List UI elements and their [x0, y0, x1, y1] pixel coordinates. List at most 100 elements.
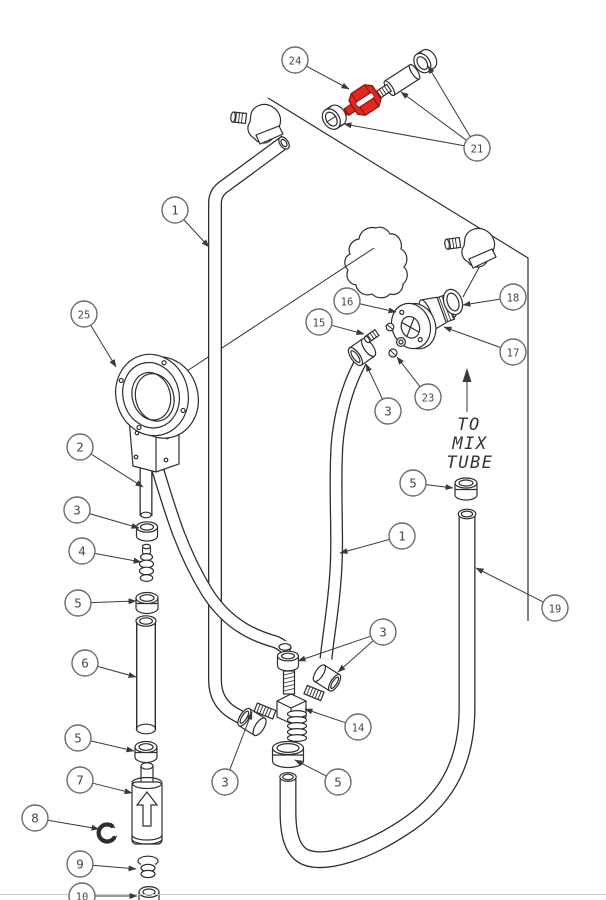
callout-circle[interactable]: [463, 134, 491, 162]
leader-line: [475, 567, 544, 603]
callout-number: 17: [507, 347, 520, 359]
callout-5[interactable]: 5: [64, 724, 135, 753]
callout-9[interactable]: 9: [66, 850, 137, 878]
callout-number: 7: [76, 772, 84, 787]
leader-line: [337, 640, 374, 673]
annotation-line-3: TUBE: [447, 453, 494, 473]
leader-line: [47, 819, 100, 831]
callout-circle[interactable]: [388, 522, 416, 550]
coupling-assembly-top: [321, 48, 438, 130]
callout-circle[interactable]: [64, 589, 92, 617]
callout-3[interactable]: 3: [365, 363, 402, 425]
callout-number: 9: [76, 856, 84, 871]
callout-24[interactable]: 24: [281, 46, 350, 90]
callout-circle[interactable]: [66, 433, 94, 461]
callout-circle[interactable]: [68, 882, 96, 900]
clamp-5-lower: [134, 740, 158, 764]
leader-line: [331, 324, 365, 335]
callout-circle[interactable]: [499, 338, 527, 366]
callout-23[interactable]: 23: [396, 356, 442, 411]
fitting-9: [137, 855, 159, 879]
callout-circle[interactable]: [414, 383, 442, 411]
callout-5[interactable]: 5: [294, 759, 352, 796]
callout-5[interactable]: 5: [399, 469, 454, 497]
leader-line: [92, 782, 133, 795]
leader-line: [306, 65, 350, 90]
fitting-10: [138, 885, 160, 900]
barb-right-of-24: [375, 83, 393, 99]
leader-line: [339, 538, 390, 554]
callout-number: 1: [171, 202, 179, 217]
callout-number: 3: [379, 624, 387, 639]
callout-21[interactable]: 21: [343, 65, 491, 162]
callout-19[interactable]: 19: [475, 567, 569, 622]
flange-ring-25: [115, 353, 199, 439]
callout-number: 3: [73, 502, 81, 517]
callout-7[interactable]: 7: [66, 766, 133, 795]
hose-2-from-flange: [150, 465, 292, 654]
callout-3[interactable]: 3: [211, 711, 253, 796]
callout-circle[interactable]: [70, 300, 98, 328]
callout-number: 3: [221, 774, 229, 789]
callout-14[interactable]: 14: [304, 708, 372, 741]
callout-3[interactable]: 3: [63, 496, 140, 529]
callout-16[interactable]: 16: [333, 287, 397, 315]
callout-circle[interactable]: [21, 804, 49, 832]
callout-circle[interactable]: [211, 768, 239, 796]
callout-25[interactable]: 25: [70, 300, 117, 368]
callout-number: 21: [471, 143, 484, 155]
callout-1[interactable]: 1: [161, 196, 210, 248]
callout-number: 6: [81, 655, 89, 670]
callout-17[interactable]: 17: [443, 326, 527, 366]
callout-circle[interactable]: [281, 46, 309, 74]
callout-number: 19: [549, 603, 562, 615]
leader-line: [359, 303, 397, 314]
annotation-line-1: TO: [457, 415, 480, 435]
nut-3-right: [312, 664, 342, 692]
callout-circle[interactable]: [344, 713, 372, 741]
callout-5[interactable]: 5: [64, 589, 137, 617]
callout-circle[interactable]: [305, 308, 333, 336]
callout-circle[interactable]: [66, 850, 94, 878]
to-mix-tube-annotation: TO MIX TUBE: [447, 368, 494, 473]
leader-line: [229, 711, 253, 771]
leader-line: [183, 219, 210, 248]
callout-circle[interactable]: [161, 196, 189, 224]
highlighted-part-24[interactable]: [336, 81, 384, 125]
callout-number: 14: [352, 722, 365, 734]
callout-circle[interactable]: [541, 594, 569, 622]
callout-circle[interactable]: [369, 618, 397, 646]
callout-circle[interactable]: [399, 469, 427, 497]
callout-circle[interactable]: [374, 397, 402, 425]
callout-number: 2: [76, 439, 84, 454]
callout-4[interactable]: 4: [68, 537, 142, 565]
callout-circle[interactable]: [64, 724, 92, 752]
leader-line: [92, 864, 137, 872]
callout-circle[interactable]: [68, 537, 96, 565]
callout-10[interactable]: 10: [68, 882, 138, 900]
barb-fitting-4: [138, 543, 155, 582]
callout-15[interactable]: 15: [305, 308, 365, 336]
leader-line: [90, 324, 117, 368]
callout-2[interactable]: 2: [66, 433, 144, 488]
callout-circle[interactable]: [324, 768, 352, 796]
callout-6[interactable]: 6: [71, 649, 137, 678]
callout-1[interactable]: 1: [339, 522, 416, 554]
callout-3[interactable]: 3: [297, 618, 397, 673]
cap-nut-left-21: [321, 104, 347, 130]
clamp-5-mix-tube: [454, 477, 478, 501]
callout-circle[interactable]: [333, 287, 361, 315]
leader-line: [297, 635, 371, 662]
leader-line: [304, 708, 346, 724]
callout-circle[interactable]: [71, 649, 99, 677]
callout-circle[interactable]: [66, 766, 94, 794]
callout-circle[interactable]: [63, 496, 91, 524]
clamp-5-below-tee: [271, 740, 305, 769]
callout-circle[interactable]: [499, 283, 527, 311]
leader-line: [97, 665, 137, 678]
callout-18[interactable]: 18: [462, 283, 527, 311]
callout-8[interactable]: 8: [21, 804, 100, 832]
leader-line: [427, 65, 471, 138]
